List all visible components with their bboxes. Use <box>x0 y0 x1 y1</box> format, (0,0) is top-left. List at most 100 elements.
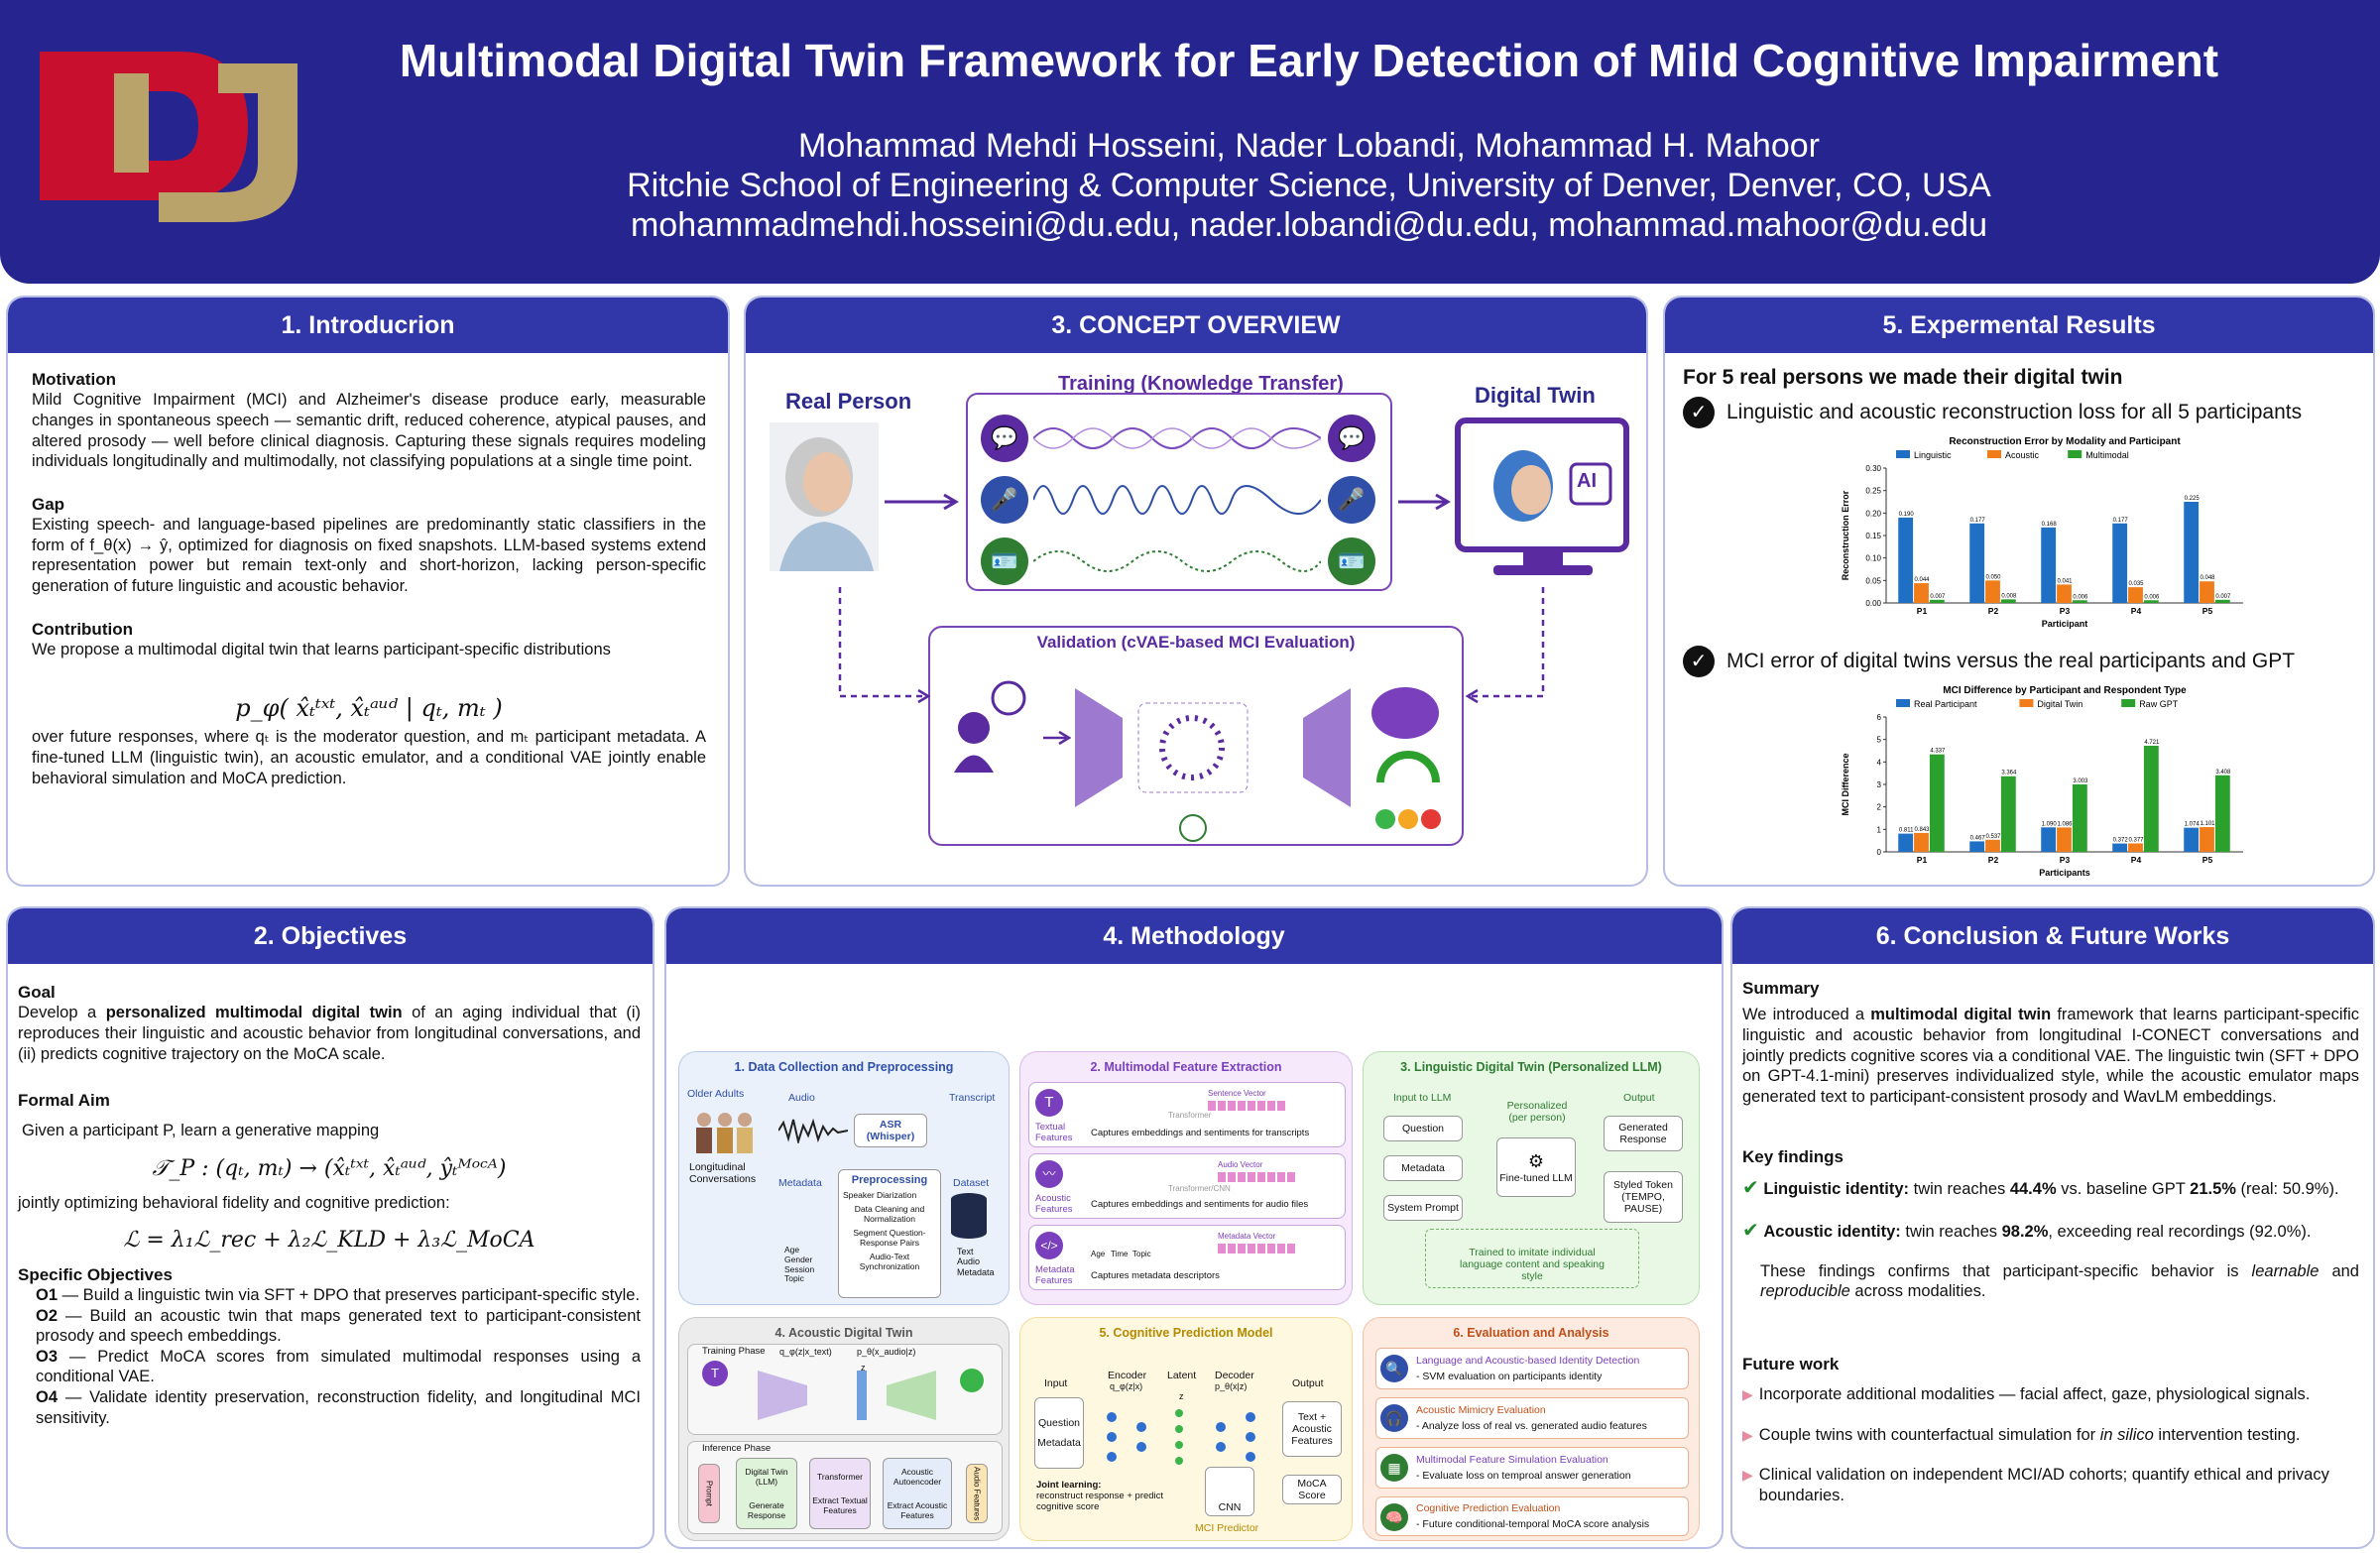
check-icon: ✔ <box>1742 1219 1759 1242</box>
autoencoder-diagram <box>758 1369 984 1420</box>
mci-chart-bar <box>2200 826 2214 852</box>
result-item-1-text: Linguistic and acoustic reconstruction l… <box>1726 401 2303 424</box>
objective-o4: O4 — Validate identity preservation, rec… <box>36 1388 641 1427</box>
reconstruction-chart-data-label: 0.177 <box>1970 518 1986 524</box>
reconstruction-chart-legend-swatch <box>1987 450 2001 459</box>
older-adults-icon <box>696 1113 753 1153</box>
reconstruction-chart-data-label: 0.006 <box>2073 595 2088 601</box>
findings-conclusion: These findings confirms that participant… <box>1760 1261 2359 1301</box>
reconstruction-chart-x-tick-label: P2 <box>1988 606 1999 616</box>
evaluation-title: 6. Evaluation and Analysis <box>1453 1326 1609 1340</box>
future-work-heading: Future work <box>1742 1354 1840 1374</box>
mci-chart-data-label: 4.721 <box>2144 740 2160 746</box>
reconstruction-chart-data-label: 0.007 <box>1930 594 1946 600</box>
vae-network <box>1107 1409 1255 1465</box>
mci-chart-data-label: 0.537 <box>1985 834 2001 840</box>
acoustic-twin-card: 4. Acoustic Digital Twin Training Phase … <box>678 1317 1010 1541</box>
linguistic-twin-title: 3. Linguistic Digital Twin (Personalized… <box>1400 1060 1662 1074</box>
results-panel: 5. Expermental Results For 5 real person… <box>1663 296 2375 887</box>
mci-chart-y-tick-label: 2 <box>1877 803 1882 812</box>
mci-chart-data-label: 0.811 <box>1899 827 1914 833</box>
cvae-diagram <box>954 680 1441 842</box>
mci-chart-data-label: 3.364 <box>2001 771 2017 776</box>
reconstruction-chart-y-tick-label: 0.30 <box>1865 464 1881 473</box>
audio-features-box: Audio Features <box>966 1464 988 1523</box>
introduction-heading: 1. Introducrion <box>8 298 728 353</box>
objective-o1: O1 — Build a linguistic twin via SFT + D… <box>36 1285 641 1304</box>
digital-twin-monitor <box>1455 418 1629 575</box>
trained-caption: Trained to imitate individual language c… <box>1460 1247 1605 1283</box>
reconstruction-chart-data-label: 0.007 <box>2215 594 2231 600</box>
identity-detection-heading: Language and Acoustic-based Identity Det… <box>1416 1355 1640 1367</box>
future-work-item-1: ▶Incorporate additional modalities — fac… <box>1742 1385 2311 1404</box>
reconstruction-chart-bar <box>2041 528 2057 604</box>
contribution-text: We propose a multimodal digital twin tha… <box>32 640 611 658</box>
results-heading: 5. Expermental Results <box>1665 298 2373 353</box>
triangle-icon: ▶ <box>1742 1386 1753 1403</box>
age-label: Age <box>1091 1250 1106 1258</box>
mci-chart-legend-swatch <box>2019 698 2034 707</box>
inference-phase-box: Inference Phase Prompt Digital Twin (LLM… <box>687 1441 1003 1534</box>
methodology-heading: 4. Methodology <box>666 908 1722 964</box>
longitudinal-label: Longitudinal Conversations <box>689 1161 757 1186</box>
microphone-icon-output: 🎤 <box>1328 476 1375 524</box>
reconstruction-chart-bar <box>1929 600 1945 604</box>
reconstruction-chart-y-tick-label: 0.05 <box>1865 577 1881 586</box>
mci-chart-data-label: 3.408 <box>2215 770 2231 776</box>
mci-chart-y-tick-label: 4 <box>1877 758 1882 767</box>
generated-response-box: Generated Response <box>1604 1116 1683 1151</box>
conclusion-panel: 6. Conclusion & Future Works Summary We … <box>1730 906 2375 1549</box>
reconstruction-chart-bar <box>2072 600 2087 604</box>
data-collection-title: 1. Data Collection and Preprocessing <box>734 1060 954 1074</box>
result-item-2-text: MCI error of digital twins versus the re… <box>1726 649 2296 672</box>
mci-chart-x-tick-label: P4 <box>2131 855 2142 865</box>
reconstruction-chart-title: Reconstruction Error by Modality and Par… <box>1949 436 2181 447</box>
dashed-arrow-left <box>838 587 931 704</box>
mci-chart-bar <box>2214 775 2230 852</box>
linguistic-twin-card: 3. Linguistic Digital Twin (Personalized… <box>1363 1051 1700 1305</box>
mci-chart-bar <box>2057 827 2072 852</box>
fine-tuned-llm-box: ⚙Fine-tuned LLM <box>1496 1137 1576 1197</box>
triangle-icon: ▶ <box>1742 1467 1753 1484</box>
feature-simulation-desc: - Evaluate loss on temproal answer gener… <box>1416 1470 1631 1482</box>
microphone-icon: 🎤 <box>981 476 1028 524</box>
result-item-1: ✓ Linguistic and acoustic reconstruction… <box>1683 397 2355 429</box>
reconstruction-chart-y-label: Reconstruction Error <box>1841 490 1850 580</box>
gap-text: Existing speech- and language-based pipe… <box>32 516 706 595</box>
feature-simulation-heading: Multimodal Feature Simulation Evaluation <box>1416 1454 1608 1466</box>
audio-wave-icon <box>778 1118 848 1143</box>
real-person-label: Real Person <box>785 389 912 414</box>
mci-chart-y-tick-label: 3 <box>1877 780 1882 789</box>
cognitive-evaluation-heading: Cognitive Prediction Evaluation <box>1416 1502 1561 1514</box>
affiliation: Ritchie School of Engineering & Computer… <box>627 167 1991 204</box>
reconstruction-chart-data-label: 0.006 <box>2144 595 2160 601</box>
text-acoustic-output-box: Text + Acoustic Features <box>1282 1401 1342 1457</box>
encoder-formula: q_φ(z|x) <box>1110 1381 1143 1391</box>
mci-chart-bar <box>2128 843 2143 852</box>
check-icon: ✔ <box>1742 1176 1759 1199</box>
mci-chart-data-label: 3.003 <box>2073 778 2088 784</box>
mci-chart-data-label: 0.843 <box>1914 827 1930 833</box>
mci-chart-bar <box>1929 754 1945 852</box>
badge-icon-output: 🪪 <box>1328 538 1375 585</box>
audio-label: Audio <box>788 1092 815 1104</box>
goal-heading: Goal <box>18 983 56 1002</box>
key-finding-acoustic: ✔ Acoustic identity: twin reaches 98.2%,… <box>1742 1219 2312 1242</box>
brain-icon: 🧠 <box>1380 1503 1408 1531</box>
concept-overview-heading: 3. CONCEPT OVERVIEW <box>746 298 1646 353</box>
mci-chart-title: MCI Difference by Participant and Respon… <box>1943 685 2187 696</box>
identity-detection-desc: - SVM evaluation on participants identit… <box>1416 1371 1603 1382</box>
acoustic-mimicry-heading: Acoustic Mimicry Evaluation <box>1416 1404 1546 1416</box>
training-label: Training (Knowledge Transfer) <box>1058 373 1344 395</box>
feature-extraction-card: 2. Multimodal Feature Extraction T Textu… <box>1019 1051 1353 1305</box>
mci-chart-data-label: 0.372 <box>2113 837 2129 843</box>
check-icon: ✓ <box>1683 397 1715 429</box>
reconstruction-chart-x-tick-label: P3 <box>2060 606 2071 616</box>
transformer-cnn-label: Transformer/CNN <box>1168 1184 1231 1193</box>
future-work-item-2: ▶Couple twins with counterfactual simula… <box>1742 1425 2301 1444</box>
reconstruction-chart-legend-swatch <box>1896 450 1910 459</box>
personalized-label: Personalized (per person) <box>1506 1100 1568 1125</box>
